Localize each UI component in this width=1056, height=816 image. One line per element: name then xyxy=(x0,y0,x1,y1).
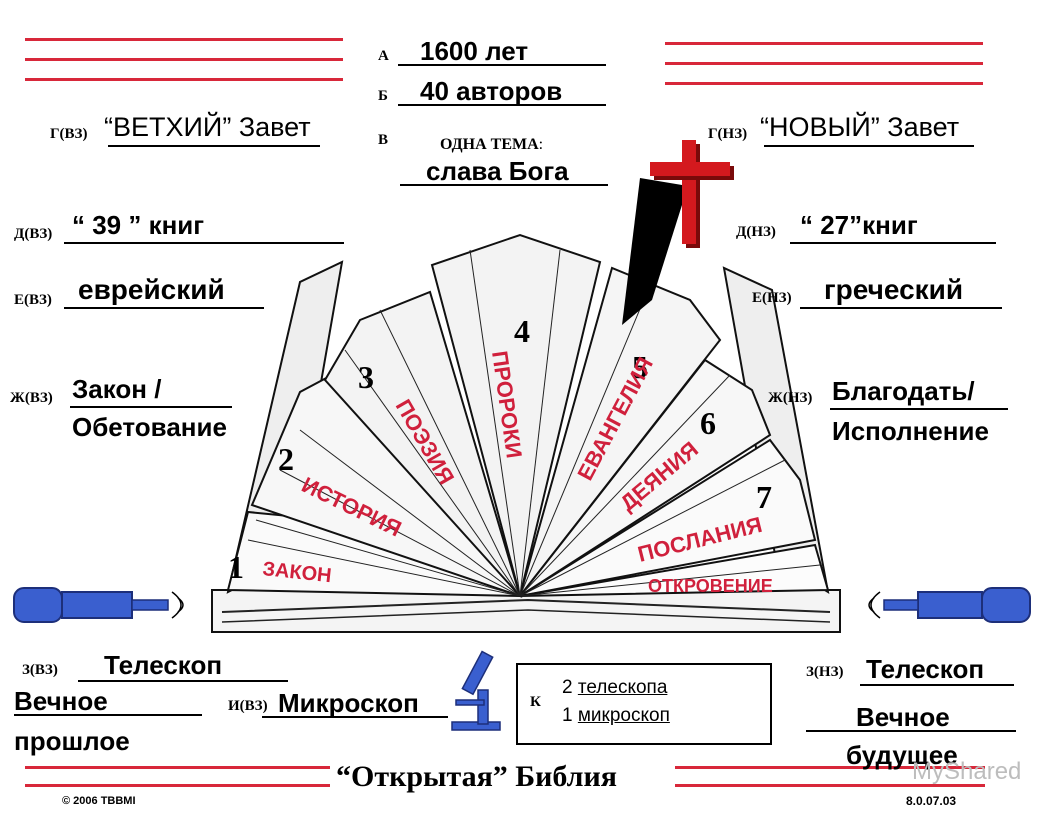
ot-d-prefix: Д(ВЗ) xyxy=(14,226,53,242)
eye-icon xyxy=(868,591,881,619)
nt-z-underline xyxy=(860,684,1014,686)
footer-watermark: MyShared xyxy=(912,758,1022,785)
top-theme-text: ОДНА ТЕМА xyxy=(440,136,539,153)
top-a-prefix: А xyxy=(378,48,389,64)
section-num-1: 1 xyxy=(228,549,244,585)
cross-icon xyxy=(650,140,734,248)
bookmark-icon xyxy=(622,178,688,325)
ot-zh-value-1: Закон / xyxy=(72,374,162,404)
ot-z-line-2: прошлое xyxy=(14,726,130,756)
top-b-value: 40 авторов xyxy=(420,76,563,106)
k-line-2: 1 микроскоп xyxy=(562,705,670,727)
ot-g-prefix: Г(ВЗ) xyxy=(50,126,88,142)
top-v-value: слава Бога xyxy=(426,156,569,186)
microscope-icon xyxy=(451,650,501,731)
k-line-1-num: 2 xyxy=(562,677,573,698)
top-v-underline xyxy=(400,184,608,186)
red-line-right-1 xyxy=(665,42,983,45)
ot-i-prefix: И(ВЗ) xyxy=(228,698,268,714)
book-cover-edge xyxy=(221,598,831,613)
section-num-3: 3 xyxy=(358,359,374,395)
nt-zh-underline xyxy=(830,408,1008,410)
top-theme-colon: : xyxy=(538,136,544,153)
k-line-2-text: микроскоп xyxy=(577,705,670,726)
ot-z-prefix: З(ВЗ) xyxy=(22,662,58,678)
top-a-underline xyxy=(398,64,606,66)
red-line-left-1 xyxy=(25,38,343,41)
ot-e-underline xyxy=(64,307,264,309)
red-line-bottom-right-2 xyxy=(675,784,985,787)
red-line-left-3 xyxy=(25,78,343,81)
red-line-right-2 xyxy=(665,62,983,65)
page-fan-4 xyxy=(430,233,602,597)
ot-zh-underline xyxy=(70,406,232,408)
footer-code: 8.0.07.03 xyxy=(906,794,957,808)
red-line-bottom-left-1 xyxy=(25,766,330,769)
red-line-bottom-left-2 xyxy=(25,784,330,787)
k-prefix: К xyxy=(530,694,541,710)
top-a-value: 1600 лет xyxy=(420,36,529,66)
ot-g-underline xyxy=(108,145,320,147)
top-b-prefix: Б xyxy=(378,88,388,104)
nt-e-underline xyxy=(800,307,1002,309)
red-line-right-3 xyxy=(665,82,983,85)
red-line-left-2 xyxy=(25,58,343,61)
ot-z-line-1: Вечное xyxy=(14,686,108,716)
ot-i-underline xyxy=(262,716,448,718)
nt-g-underline xyxy=(764,145,974,147)
nt-d-prefix: Д(НЗ) xyxy=(736,224,776,240)
top-v-prefix: В xyxy=(378,132,389,148)
section-num-6: 6 xyxy=(700,405,716,441)
nt-g-value: “НОВЫЙ” Завет xyxy=(760,112,960,142)
nt-z-prefix: З(НЗ) xyxy=(806,664,844,680)
ot-d-value: “ 39 ” книг xyxy=(72,210,205,240)
ot-e-prefix: Е(ВЗ) xyxy=(14,292,52,308)
ot-z-line-underline xyxy=(14,714,202,716)
ot-zh-prefix: Ж(ВЗ) xyxy=(10,390,53,406)
k-line-2-num: 1 xyxy=(562,705,573,726)
nt-z-line-2: будущее xyxy=(846,740,958,770)
k-box: 2 телескопа 1 микроскоп xyxy=(516,663,772,745)
k-line-1-text: телескопа xyxy=(577,677,668,698)
nt-z-value: Телескоп xyxy=(866,654,985,684)
section-num-2: 2 xyxy=(278,441,294,477)
telescope-icon xyxy=(13,587,169,623)
telescope-icon xyxy=(883,587,1031,623)
nt-d-underline xyxy=(790,242,996,244)
section-num-7: 7 xyxy=(756,479,772,515)
footer-title: “Открытая” Библия xyxy=(336,760,618,793)
page-fan-3 xyxy=(323,290,521,597)
page-fan-7 xyxy=(519,438,817,597)
nt-zh-prefix: Ж(НЗ) xyxy=(768,390,813,406)
nt-zh-value-2: Исполнение xyxy=(832,416,989,446)
top-b-underline xyxy=(398,104,606,106)
nt-zh-value-1: Благодать/ xyxy=(832,376,975,406)
top-theme-label: ОДНА ТЕМА: xyxy=(440,136,543,154)
ot-z-underline xyxy=(78,680,288,682)
nt-z-line-1: Вечное xyxy=(856,702,950,732)
nt-e-value: греческий xyxy=(824,274,964,305)
section-num-4: 4 xyxy=(514,313,530,349)
section-label-8: ОТКРОВЕНИЕ xyxy=(648,576,773,596)
eye-icon xyxy=(171,591,184,619)
nt-d-value: “ 27”книг xyxy=(800,210,918,240)
footer-copyright: © 2006 TBBMI xyxy=(62,795,136,807)
ot-i-value: Микроскоп xyxy=(278,688,419,718)
page-fan-6 xyxy=(519,358,772,597)
ot-d-underline xyxy=(64,242,344,244)
k-line-1: 2 телескопа xyxy=(562,677,667,699)
page-fan-8 xyxy=(519,543,830,597)
section-num-5: 5 xyxy=(632,349,648,385)
ot-g-value: “ВЕТХИЙ” Завет xyxy=(104,112,311,142)
nt-z-line-underline xyxy=(806,730,1016,732)
ot-zh-value-2: Обетование xyxy=(72,412,227,442)
ot-e-value: еврейский xyxy=(78,274,225,305)
ot-z-value: Телескоп xyxy=(104,650,223,680)
nt-g-prefix: Г(НЗ) xyxy=(708,126,748,142)
red-line-bottom-right-1 xyxy=(675,766,985,769)
book-cover-edge-2 xyxy=(221,609,831,623)
nt-e-prefix: Е(НЗ) xyxy=(752,290,792,306)
